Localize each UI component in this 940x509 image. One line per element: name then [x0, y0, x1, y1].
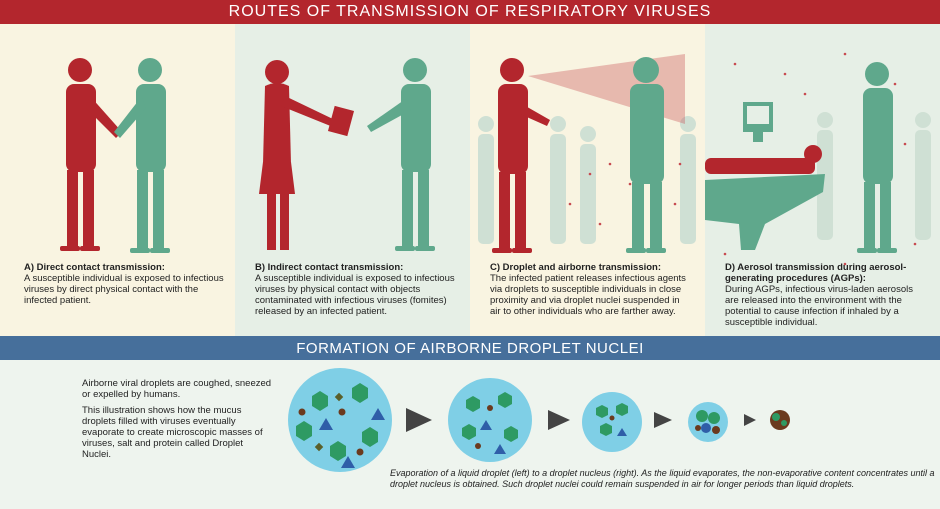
- header-banner: ROUTES OF TRANSMISSION OF RESPIRATORY VI…: [0, 0, 940, 24]
- susceptible-person: [367, 58, 435, 251]
- header-title: ROUTES OF TRANSMISSION OF RESPIRATORY VI…: [228, 3, 712, 20]
- caption-b-title: B) Indirect contact transmission:: [255, 262, 404, 273]
- droplet-stage-1: [288, 368, 392, 472]
- indirect-contact-illustration: [259, 58, 435, 251]
- infected-person: [60, 58, 122, 251]
- arrow-3: [654, 412, 672, 428]
- infected-patient: [705, 158, 815, 174]
- aerosol-illustration: [705, 52, 931, 266]
- intro-text: Airborne viral droplets are coughed, sne…: [82, 378, 272, 465]
- evaporation-caption: Evaporation of a liquid droplet (left) t…: [390, 468, 935, 489]
- caption-a: A) Direct contact transmission: A suscep…: [24, 262, 224, 306]
- infected-patient-head: [804, 145, 822, 163]
- droplet-airborne-illustration: [478, 54, 696, 253]
- droplet-stage-3: [582, 392, 642, 452]
- caption-c-title: C) Droplet and airborne transmission:: [490, 262, 662, 273]
- section-banner: FORMATION OF AIRBORNE DROPLET NUCLEI: [0, 336, 940, 360]
- contaminated-object: [327, 105, 355, 137]
- caption-c: C) Droplet and airborne transmission: Th…: [490, 262, 690, 317]
- arrow-4: [744, 414, 756, 426]
- medical-equipment: [743, 102, 773, 142]
- hospital-bed: [705, 174, 825, 250]
- caption-a-title: A) Direct contact transmission:: [24, 262, 165, 273]
- panel-aerosol-agp: D) Aerosol transmission during aerosol-g…: [705, 24, 940, 336]
- susceptible-person: [114, 58, 170, 253]
- panel-indirect-contact: B) Indirect contact transmission: A susc…: [235, 24, 470, 336]
- arrow-1: [406, 408, 432, 432]
- caption-b: B) Indirect contact transmission: A susc…: [255, 262, 455, 317]
- droplet-stage-2: [448, 378, 532, 462]
- panel-direct-contact: A) Direct contact transmission: A suscep…: [0, 24, 235, 336]
- caption-d-title: D) Aerosol transmission during aerosol-g…: [725, 262, 907, 284]
- caption-d: D) Aerosol transmission during aerosol-g…: [725, 262, 925, 328]
- infected-person: [492, 58, 550, 253]
- infected-person: [259, 60, 355, 250]
- caption-c-body: The infected patient releases infectious…: [490, 273, 686, 317]
- evaporation-diagram: [288, 368, 790, 472]
- caption-d-body: During AGPs, infectious virus-laden aero…: [725, 284, 913, 328]
- intro-paragraph-1: Airborne viral droplets are coughed, sne…: [82, 378, 272, 400]
- aerosol-particles: [723, 52, 917, 266]
- droplet-nucleus: [770, 410, 790, 430]
- intro-paragraph-2: This illustration shows how the mucus dr…: [82, 405, 263, 460]
- direct-contact-illustration: [60, 58, 170, 253]
- caption-b-body: A susceptible individual is exposed to i…: [255, 273, 455, 317]
- caption-a-body: A susceptible individual is exposed to i…: [24, 273, 224, 306]
- susceptible-person: [626, 57, 666, 253]
- section-title: FORMATION OF AIRBORNE DROPLET NUCLEI: [296, 339, 644, 357]
- susceptible-person: [857, 62, 897, 253]
- droplet-nuclei-section: Airborne viral droplets are coughed, sne…: [0, 360, 940, 509]
- panel-droplet-airborne: C) Droplet and airborne transmission: Th…: [470, 24, 705, 336]
- droplet-stage-4: [688, 402, 728, 442]
- distant-people: [478, 116, 696, 244]
- arrow-2: [548, 410, 570, 430]
